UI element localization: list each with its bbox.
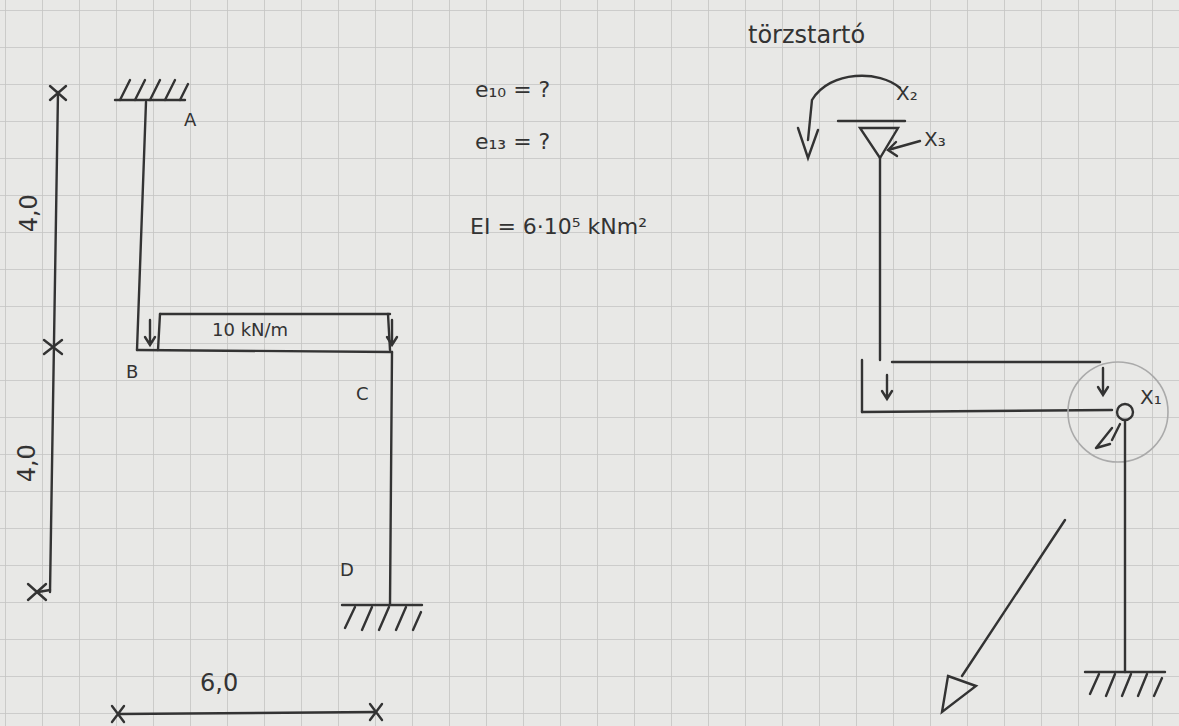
unknown-label: e₁₃ = ? bbox=[475, 130, 550, 154]
point-label: A bbox=[184, 110, 196, 130]
redundant-label: X₁ bbox=[1140, 386, 1162, 408]
dimension-label: 4,0 bbox=[14, 444, 40, 482]
redundant-label: X₂ bbox=[896, 82, 918, 104]
point-label: D bbox=[340, 560, 354, 580]
dimension-label: 4,0 bbox=[16, 194, 42, 232]
load-label: 10 kN/m bbox=[212, 320, 288, 340]
dimension-label: 6,0 bbox=[200, 670, 238, 696]
redundant-label: X₃ bbox=[924, 128, 946, 150]
title-note: törzstartó bbox=[748, 22, 865, 48]
stiffness-label: EI = 6·10⁵ kNm² bbox=[470, 215, 647, 239]
unknown-label: e₁₀ = ? bbox=[475, 78, 550, 102]
point-label: C bbox=[356, 384, 369, 404]
point-label: B bbox=[126, 362, 138, 382]
